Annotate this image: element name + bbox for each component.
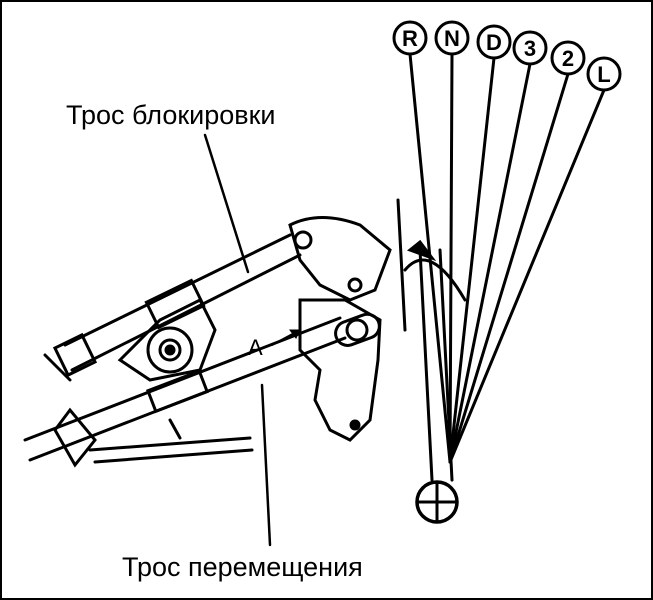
lever-line-2 bbox=[448, 72, 570, 464]
shift-lever bbox=[396, 198, 467, 524]
gear-label: 3 bbox=[524, 36, 536, 61]
lock-cable bbox=[43, 233, 302, 382]
gear-marker-l: L bbox=[586, 56, 622, 92]
shift-cable bbox=[23, 316, 347, 468]
gear-marker-r: R bbox=[392, 20, 428, 56]
lever-position-lines bbox=[408, 52, 606, 464]
gear-label: N bbox=[444, 26, 460, 51]
bracket bbox=[117, 297, 217, 382]
gear-label: 2 bbox=[562, 46, 574, 71]
gear-marker-3: 3 bbox=[512, 30, 548, 66]
gear-marker-n: N bbox=[434, 20, 470, 56]
point-a-label: A bbox=[248, 335, 263, 360]
lock-cable-leader bbox=[203, 133, 250, 274]
gear-marker-d: D bbox=[476, 24, 512, 60]
gear-label: R bbox=[402, 26, 418, 51]
lever-line-n bbox=[448, 52, 454, 464]
gear-label: L bbox=[597, 62, 610, 87]
gear-marker-2: 2 bbox=[550, 40, 586, 76]
linkage-plate bbox=[288, 216, 392, 442]
lock-cable-label: Трос блокировки bbox=[66, 100, 276, 130]
lever-line-d bbox=[448, 56, 496, 464]
gear-label: D bbox=[486, 30, 502, 55]
lever-line-l bbox=[448, 88, 606, 464]
shift-cable-leader bbox=[260, 383, 272, 547]
lever-line-3 bbox=[448, 62, 532, 464]
shift-cable-label: Трос перемещения bbox=[122, 552, 363, 582]
